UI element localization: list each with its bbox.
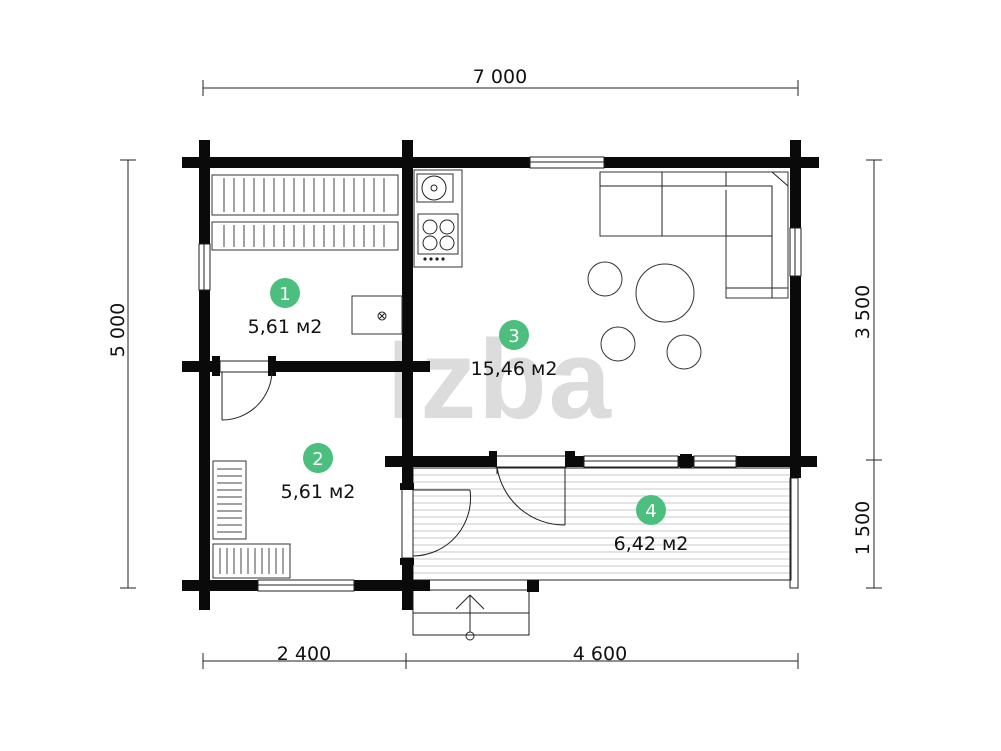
room-2-area: 5,61 м2 [281, 481, 356, 503]
dimension-bottom: 2 400 4 600 [202, 643, 799, 669]
bench-horizontal [212, 543, 291, 579]
room-1-area: 5,61 м2 [248, 316, 323, 338]
room-4-area: 6,42 м2 [614, 533, 689, 555]
room-1-label: 1 5,61 м2 [248, 278, 323, 338]
room-3-badge [499, 320, 529, 350]
dimension-bottom-left-label: 2 400 [277, 643, 331, 665]
dimension-left-label: 5 000 [107, 303, 129, 357]
sauna-bench-lower [211, 221, 399, 251]
room-1-badge [270, 278, 300, 308]
room-4-label: 4 6,42 м2 [614, 495, 689, 555]
door-swings [221, 371, 566, 557]
room-2-number: 2 [312, 449, 323, 470]
dimension-left: 5 000 [107, 159, 136, 589]
openings [198, 156, 802, 592]
room-1-number: 1 [279, 284, 290, 305]
dimension-right-lower-label: 1 500 [852, 501, 874, 555]
room-3-label: 3 15,46 м2 [471, 320, 558, 380]
dimension-right-upper-label: 3 500 [852, 285, 874, 339]
dimension-top-label: 7 000 [473, 66, 527, 88]
dining-set [587, 261, 702, 370]
terrace-deck [413, 474, 790, 574]
sauna-stove [351, 295, 403, 335]
dimension-bottom-right-label: 4 600 [573, 643, 627, 665]
entrance-steps [412, 589, 530, 641]
room-4-number: 4 [645, 501, 656, 522]
room-2-badge [303, 443, 333, 473]
sauna-bench-upper [211, 174, 399, 216]
dimension-top: 7 000 [202, 66, 799, 96]
watermark: Izba [387, 317, 613, 442]
kitchen-counter [413, 169, 463, 268]
dimension-right: 3 500 1 500 [852, 159, 882, 589]
room-2-label: 2 5,61 м2 [281, 443, 356, 503]
room-4-badge [636, 495, 666, 525]
room-3-area: 15,46 м2 [471, 358, 558, 380]
corner-sofa [599, 171, 789, 299]
room-3-number: 3 [508, 326, 519, 347]
bench-vertical [212, 460, 247, 540]
